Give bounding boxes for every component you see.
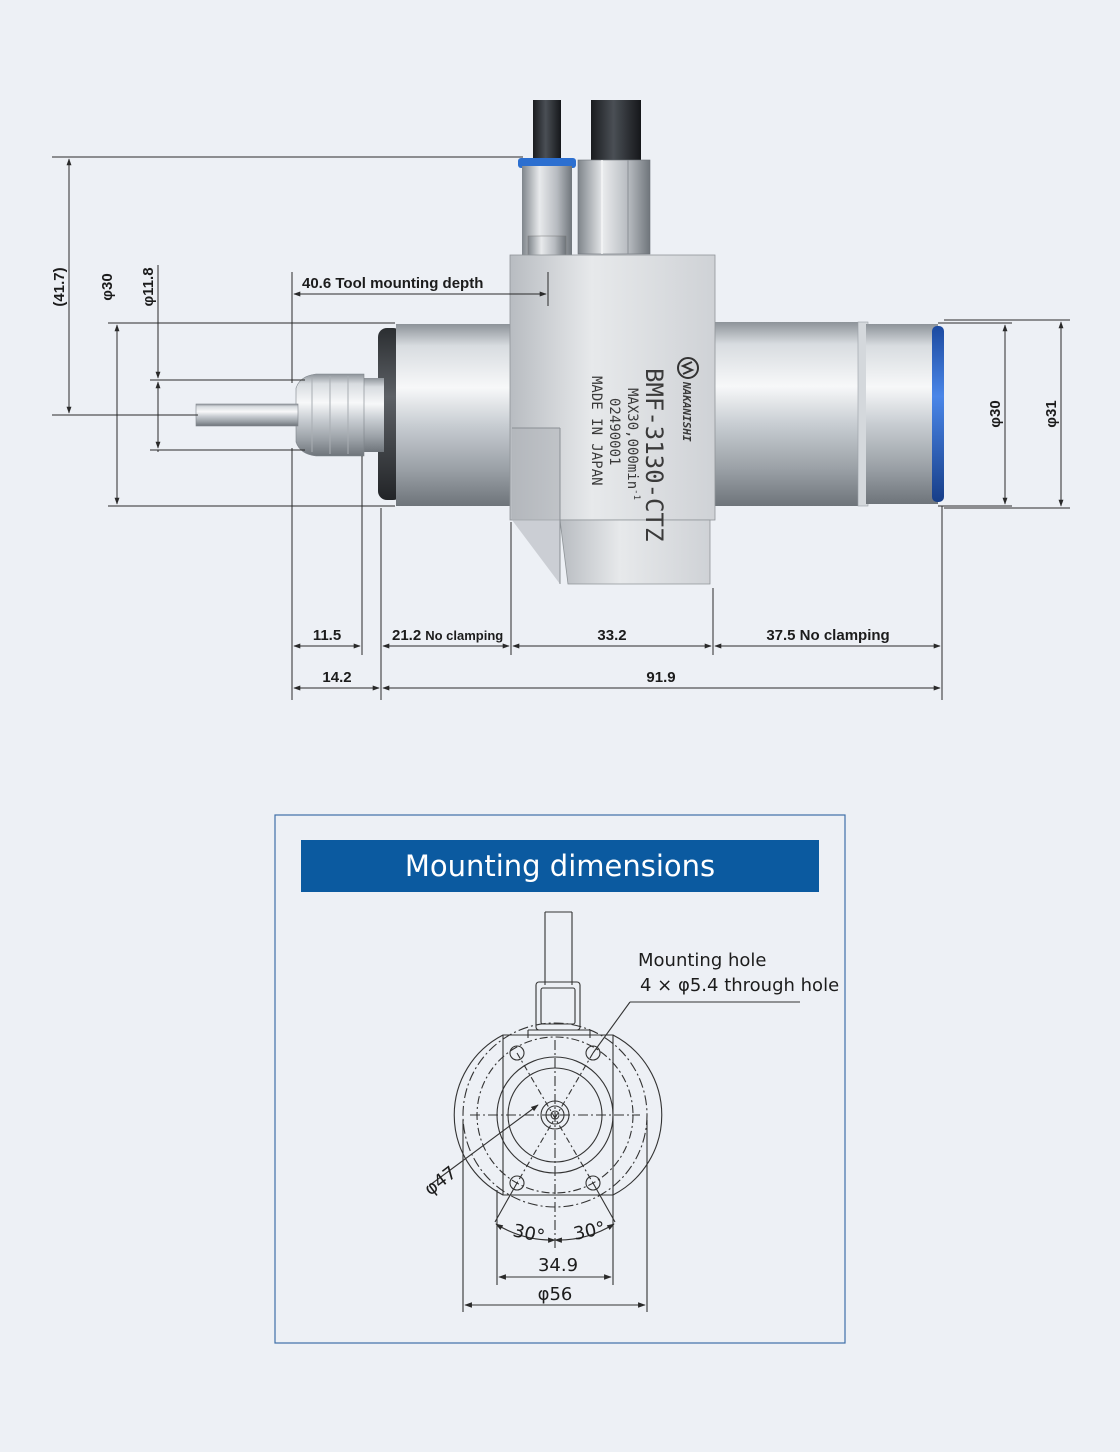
dim-phi56: φ56	[538, 1284, 573, 1305]
mounting-hole-label: Mounting hole	[638, 950, 766, 971]
dim-phi31: φ31	[1043, 400, 1060, 427]
dim-phi47: φ47	[420, 1162, 460, 1200]
mounting-hole-spec: 4 × φ5.4 through hole	[640, 975, 839, 996]
dim-phi30-left: φ30	[99, 273, 116, 300]
mounting-title: Mounting dimensions	[405, 849, 715, 883]
mounting-hole-br	[585, 1175, 601, 1191]
dim-91-9: 91.9	[646, 669, 675, 686]
mounting-drawing	[429, 911, 800, 1312]
brand-logo-icon	[677, 357, 699, 379]
dim-41-7: (41.7)	[51, 267, 68, 306]
dim-34-9: 34.9	[538, 1255, 578, 1276]
tool-shank	[195, 403, 299, 427]
mounting-frame	[274, 814, 846, 1344]
mounting-hole-bl	[509, 1175, 525, 1191]
spindle-photo	[195, 100, 944, 585]
mounting-hole-tr	[585, 1045, 601, 1061]
max-speed: MAX30,000min-1	[624, 388, 641, 500]
mounting-title-bar	[301, 840, 819, 892]
dim-phi11-8: φ11.8	[140, 267, 157, 306]
serial-number: 02490001	[606, 398, 622, 465]
collet-body	[364, 378, 384, 452]
dim-11-5: 11.5	[313, 627, 341, 644]
mounting-hole-tl	[509, 1045, 525, 1061]
rear-cylinder	[700, 322, 865, 506]
hex-nut	[577, 159, 651, 255]
engraving: NAKANISHI BMF-3130-CTZ MAX30,000min-1 02…	[588, 357, 699, 541]
blue-seal-ring	[932, 326, 944, 502]
front-cylinder	[396, 324, 522, 506]
country-of-origin: MADE IN JAPAN	[588, 376, 604, 486]
dim-tool-mounting-depth: 40.6 Tool mounting depth	[302, 275, 483, 292]
blue-collar	[518, 158, 576, 168]
dim-phi30-right: φ30	[987, 400, 1004, 427]
power-cable	[591, 100, 641, 168]
rear-cap	[866, 324, 938, 504]
dim-14-2: 14.2	[322, 669, 351, 686]
air-hose	[533, 100, 561, 168]
angle-left: 30°	[511, 1220, 547, 1247]
angle-right: 30°	[572, 1218, 608, 1245]
dim-37-5: 37.5 No clamping	[766, 627, 889, 644]
side-view-dimensions: (41.7) φ30 φ11.8 40.6 Tool mounting dept…	[51, 156, 1070, 700]
model-number: BMF-3130-CTZ	[640, 368, 668, 541]
dim-33-2: 33.2	[597, 627, 626, 644]
mounting-panel: Mounting dimensions	[274, 814, 846, 1344]
brand-name: NAKANISHI	[680, 381, 693, 442]
